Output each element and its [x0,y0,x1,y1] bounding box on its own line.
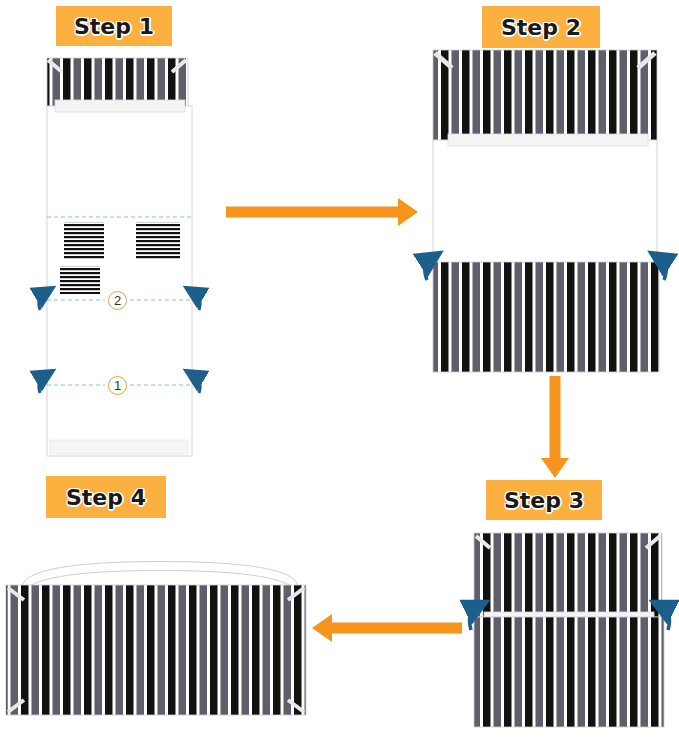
callout-number: 2 [108,291,127,310]
step-label: Step 4 [66,485,146,510]
arrow-head [398,198,418,226]
step-label: Step 2 [501,15,581,40]
step-arrow [226,198,418,226]
step-label: Step 1 [74,14,154,39]
arrow-shaft [226,207,400,218]
step-label: Step 3 [504,488,584,513]
step-arrow [541,376,569,478]
arrow-head [541,458,569,478]
step-arrow [312,614,462,642]
arrow-shaft [550,376,561,460]
callout-number: 1 [108,376,127,395]
step-tag: Step 2 [482,6,600,48]
step-panel: Step 3 [462,478,674,734]
step-panel: Step 4 [2,474,312,720]
arrow-head [312,614,332,642]
step-tag: Step 4 [46,476,166,518]
step-panel: Step 2 [418,4,672,376]
arrow-shaft [330,623,462,634]
step-tag: Step 3 [486,480,602,520]
step-tag: Step 1 [56,6,172,46]
